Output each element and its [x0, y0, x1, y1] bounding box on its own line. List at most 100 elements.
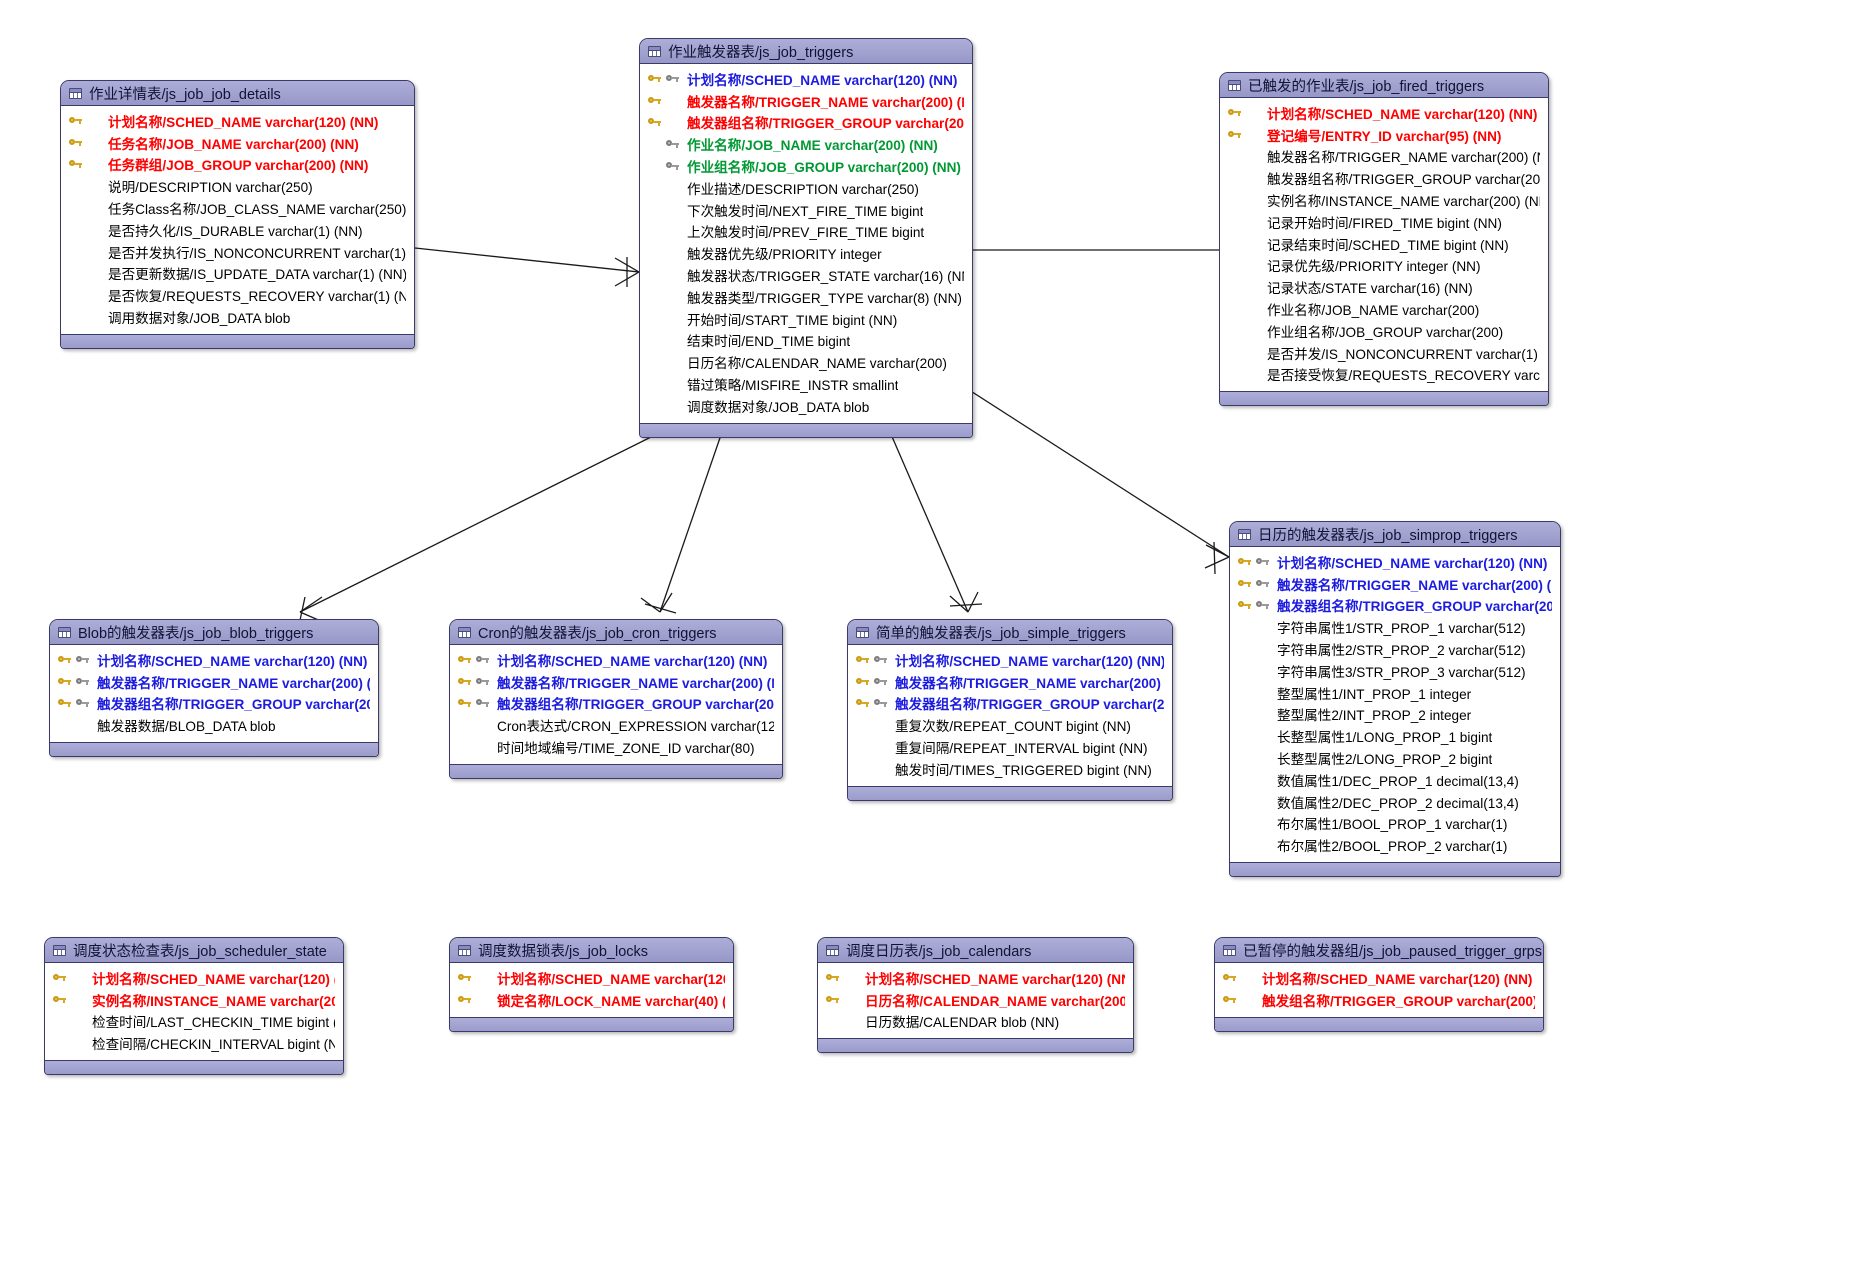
entity-header-scheduler_state[interactable]: 调度状态检查表/js_job_scheduler_state: [45, 938, 343, 963]
field-row[interactable]: 记录结束时间/SCHED_TIME bigint (NN): [1220, 233, 1548, 255]
field-row[interactable]: 触发器名称/TRIGGER_NAME varchar(200) (NN): [640, 90, 972, 112]
field-row[interactable]: 是否并发/IS_NONCONCURRENT varchar(1): [1220, 342, 1548, 364]
field-row[interactable]: 计划名称/SCHED_NAME varchar(120) (NN): [1215, 967, 1543, 989]
field-row[interactable]: 重复间隔/REPEAT_INTERVAL bigint (NN): [848, 736, 1172, 758]
field-row[interactable]: 检查时间/LAST_CHECKIN_TIME bigint (NN): [45, 1011, 343, 1033]
field-row[interactable]: 触发组名称/TRIGGER_GROUP varchar(200) (NN): [1215, 989, 1543, 1011]
field-row[interactable]: 作业组名称/JOB_GROUP varchar(200) (NN): [640, 155, 972, 177]
field-row[interactable]: 记录状态/STATE varchar(16) (NN): [1220, 276, 1548, 298]
entity-cron_triggers[interactable]: Cron的触发器表/js_job_cron_triggers 计划名称/SCHED…: [449, 619, 783, 779]
field-row[interactable]: 是否并发执行/IS_NONCONCURRENT varchar(1) (NN): [61, 241, 414, 263]
field-row[interactable]: 计划名称/SCHED_NAME varchar(120) (NN): [450, 967, 733, 989]
field-row[interactable]: 整型属性2/INT_PROP_2 integer: [1230, 704, 1560, 726]
field-row[interactable]: 计划名称/SCHED_NAME varchar(120) (NN): [640, 68, 972, 90]
field-row[interactable]: 触发器名称/TRIGGER_NAME varchar(200) (NN): [50, 671, 378, 693]
field-row[interactable]: 是否持久化/IS_DURABLE varchar(1) (NN): [61, 219, 414, 241]
field-row[interactable]: 作业组名称/JOB_GROUP varchar(200): [1220, 320, 1548, 342]
field-row[interactable]: 字符串属性1/STR_PROP_1 varchar(512): [1230, 616, 1560, 638]
field-row[interactable]: 整型属性1/INT_PROP_1 integer: [1230, 682, 1560, 704]
field-row[interactable]: 触发器名称/TRIGGER_NAME varchar(200) (NN): [1220, 146, 1548, 168]
field-row[interactable]: 计划名称/SCHED_NAME varchar(120) (NN): [45, 967, 343, 989]
field-row[interactable]: 实例名称/INSTANCE_NAME varchar(200) (NN): [1220, 189, 1548, 211]
field-row[interactable]: 日历数据/CALENDAR blob (NN): [818, 1011, 1133, 1033]
entity-header-paused_trigger_grps[interactable]: 已暂停的触发器组/js_job_paused_trigger_grps: [1215, 938, 1543, 963]
field-row[interactable]: 布尔属性1/BOOL_PROP_1 varchar(1): [1230, 813, 1560, 835]
field-row[interactable]: 检查间隔/CHECKIN_INTERVAL bigint (NN): [45, 1032, 343, 1054]
entity-calendars[interactable]: 调度日历表/js_job_calendars 计划名称/SCHED_NAME va…: [817, 937, 1134, 1054]
entity-job_details[interactable]: 作业详情表/js_job_job_details 计划名称/SCHED_NAME …: [60, 80, 415, 349]
field-row[interactable]: 是否接受恢复/REQUESTS_RECOVERY varchar(1): [1220, 364, 1548, 386]
field-row[interactable]: 作业名称/JOB_NAME varchar(200) (NN): [640, 133, 972, 155]
field-row[interactable]: 触发器数据/BLOB_DATA blob: [50, 714, 378, 736]
field-row[interactable]: 触发器状态/TRIGGER_STATE varchar(16) (NN): [640, 264, 972, 286]
entity-simprop_triggers[interactable]: 日历的触发器表/js_job_simprop_triggers 计划名称/SCHE…: [1229, 521, 1561, 878]
field-row[interactable]: 字符串属性3/STR_PROP_3 varchar(512): [1230, 660, 1560, 682]
field-row[interactable]: 任务群组/JOB_GROUP varchar(200) (NN): [61, 154, 414, 176]
field-row[interactable]: 计划名称/SCHED_NAME varchar(120) (NN): [818, 967, 1133, 989]
entity-blob_triggers[interactable]: Blob的触发器表/js_job_blob_triggers 计划名称/SCHED…: [49, 619, 379, 758]
field-row[interactable]: 触发时间/TIMES_TRIGGERED bigint (NN): [848, 758, 1172, 780]
field-row[interactable]: 触发器组名称/TRIGGER_GROUP varchar(200) (NN): [1220, 167, 1548, 189]
entity-header-simprop_triggers[interactable]: 日历的触发器表/js_job_simprop_triggers: [1230, 522, 1560, 547]
field-row[interactable]: 计划名称/SCHED_NAME varchar(120) (NN): [61, 110, 414, 132]
field-row[interactable]: 日历名称/CALENDAR_NAME varchar(200): [640, 351, 972, 373]
field-row[interactable]: 数值属性1/DEC_PROP_1 decimal(13,4): [1230, 769, 1560, 791]
entity-header-calendars[interactable]: 调度日历表/js_job_calendars: [818, 938, 1133, 963]
field-row[interactable]: 长整型属性2/LONG_PROP_2 bigint: [1230, 747, 1560, 769]
field-row[interactable]: 触发器组名称/TRIGGER_GROUP varchar(200) (NN): [640, 112, 972, 134]
field-row[interactable]: 触发器组名称/TRIGGER_GROUP varchar(200) (NN): [450, 693, 782, 715]
field-row[interactable]: 数值属性2/DEC_PROP_2 decimal(13,4): [1230, 791, 1560, 813]
field-row[interactable]: 错过策略/MISFIRE_INSTR smallint: [640, 373, 972, 395]
field-row[interactable]: 作业描述/DESCRIPTION varchar(250): [640, 177, 972, 199]
entity-header-blob_triggers[interactable]: Blob的触发器表/js_job_blob_triggers: [50, 620, 378, 645]
field-row[interactable]: 计划名称/SCHED_NAME varchar(120) (NN): [450, 649, 782, 671]
field-row[interactable]: 调度数据对象/JOB_DATA blob: [640, 395, 972, 417]
field-row[interactable]: 是否更新数据/IS_UPDATE_DATA varchar(1) (NN): [61, 263, 414, 285]
field-row[interactable]: 计划名称/SCHED_NAME varchar(120) (NN): [848, 649, 1172, 671]
field-row[interactable]: 是否恢复/REQUESTS_RECOVERY varchar(1) (NN): [61, 284, 414, 306]
field-row[interactable]: 作业名称/JOB_NAME varchar(200): [1220, 298, 1548, 320]
field-row[interactable]: 结束时间/END_TIME bigint: [640, 330, 972, 352]
entity-locks[interactable]: 调度数据锁表/js_job_locks 计划名称/SCHED_NAME varch…: [449, 937, 734, 1032]
field-row[interactable]: 计划名称/SCHED_NAME varchar(120) (NN): [1220, 102, 1548, 124]
entity-header-locks[interactable]: 调度数据锁表/js_job_locks: [450, 938, 733, 963]
entity-header-job_details[interactable]: 作业详情表/js_job_job_details: [61, 81, 414, 106]
entity-header-simple_triggers[interactable]: 简单的触发器表/js_job_simple_triggers: [848, 620, 1172, 645]
field-row[interactable]: Cron表达式/CRON_EXPRESSION varchar(120) (NN…: [450, 714, 782, 736]
entity-fired_triggers[interactable]: 已触发的作业表/js_job_fired_triggers 计划名称/SCHED_…: [1219, 72, 1549, 407]
field-row[interactable]: 任务名称/JOB_NAME varchar(200) (NN): [61, 132, 414, 154]
field-row[interactable]: 任务Class名称/JOB_CLASS_NAME varchar(250) (N…: [61, 197, 414, 219]
field-row[interactable]: 日历名称/CALENDAR_NAME varchar(200) (NN): [818, 989, 1133, 1011]
entity-header-cron_triggers[interactable]: Cron的触发器表/js_job_cron_triggers: [450, 620, 782, 645]
field-row[interactable]: 调用数据对象/JOB_DATA blob: [61, 306, 414, 328]
field-row[interactable]: 触发器名称/TRIGGER_NAME varchar(200) (NN): [1230, 573, 1560, 595]
field-row[interactable]: 登记编号/ENTRY_ID varchar(95) (NN): [1220, 124, 1548, 146]
entity-paused_trigger_grps[interactable]: 已暂停的触发器组/js_job_paused_trigger_grps 计划名称/…: [1214, 937, 1544, 1032]
field-row[interactable]: 下次触发时间/NEXT_FIRE_TIME bigint: [640, 199, 972, 221]
field-row[interactable]: 锁定名称/LOCK_NAME varchar(40) (NN): [450, 989, 733, 1011]
field-row[interactable]: 记录优先级/PRIORITY integer (NN): [1220, 255, 1548, 277]
field-row[interactable]: 触发器类型/TRIGGER_TYPE varchar(8) (NN): [640, 286, 972, 308]
field-row[interactable]: 时间地域编号/TIME_ZONE_ID varchar(80): [450, 736, 782, 758]
field-row[interactable]: 触发器组名称/TRIGGER_GROUP varchar(200) (NN): [1230, 595, 1560, 617]
field-row[interactable]: 布尔属性2/BOOL_PROP_2 varchar(1): [1230, 834, 1560, 856]
field-row[interactable]: 触发器优先级/PRIORITY integer: [640, 242, 972, 264]
field-row[interactable]: 触发器名称/TRIGGER_NAME varchar(200) (NN): [848, 671, 1172, 693]
field-row[interactable]: 上次触发时间/PREV_FIRE_TIME bigint: [640, 221, 972, 243]
field-row[interactable]: 字符串属性2/STR_PROP_2 varchar(512): [1230, 638, 1560, 660]
entity-scheduler_state[interactable]: 调度状态检查表/js_job_scheduler_state 计划名称/SCHED…: [44, 937, 344, 1076]
entity-header-fired_triggers[interactable]: 已触发的作业表/js_job_fired_triggers: [1220, 73, 1548, 98]
field-row[interactable]: 重复次数/REPEAT_COUNT bigint (NN): [848, 714, 1172, 736]
field-row[interactable]: 触发器名称/TRIGGER_NAME varchar(200) (NN): [450, 671, 782, 693]
entity-simple_triggers[interactable]: 简单的触发器表/js_job_simple_triggers 计划名称/SCHED…: [847, 619, 1173, 801]
field-row[interactable]: 计划名称/SCHED_NAME varchar(120) (NN): [50, 649, 378, 671]
field-row[interactable]: 长整型属性1/LONG_PROP_1 bigint: [1230, 725, 1560, 747]
entity-header-job_triggers[interactable]: 作业触发器表/js_job_triggers: [640, 39, 972, 64]
entity-job_triggers[interactable]: 作业触发器表/js_job_triggers 计划名称/SCHED_NAME va…: [639, 38, 973, 438]
field-row[interactable]: 开始时间/START_TIME bigint (NN): [640, 308, 972, 330]
field-row[interactable]: 实例名称/INSTANCE_NAME varchar(200) (NN): [45, 989, 343, 1011]
field-row[interactable]: 计划名称/SCHED_NAME varchar(120) (NN): [1230, 551, 1560, 573]
field-row[interactable]: 说明/DESCRIPTION varchar(250): [61, 175, 414, 197]
field-row[interactable]: 触发器组名称/TRIGGER_GROUP varchar(200) (NN): [848, 693, 1172, 715]
field-row[interactable]: 记录开始时间/FIRED_TIME bigint (NN): [1220, 211, 1548, 233]
